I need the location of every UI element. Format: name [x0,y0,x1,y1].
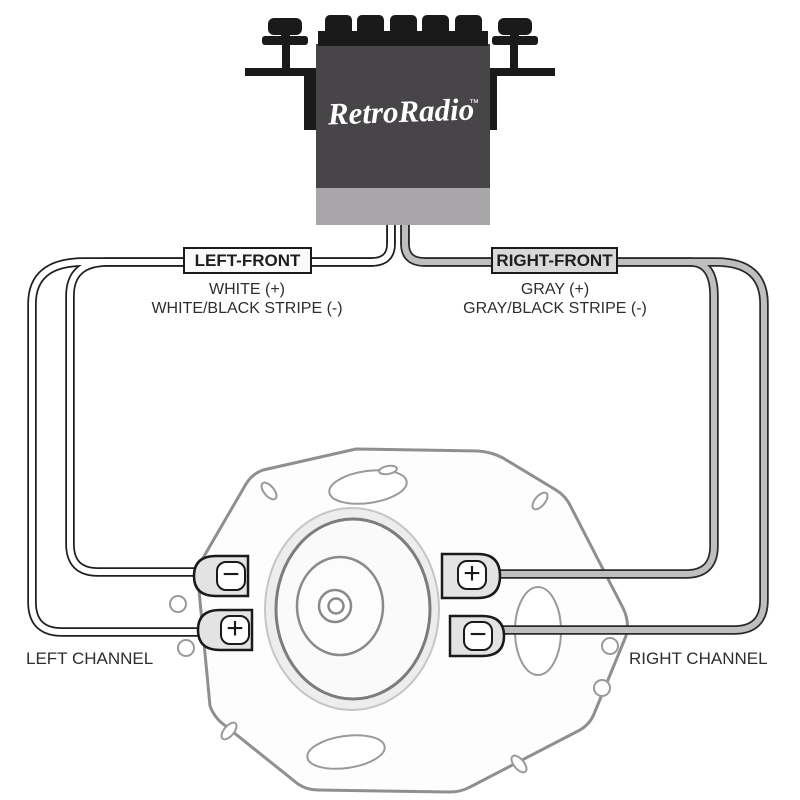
speaker-plate [169,447,629,794]
wire-positive-label: GRAY (+) [520,281,590,298]
terminal-symbol: − [222,558,240,591]
radio-preset-buttons [318,15,488,46]
terminal-left-positive: + [196,608,254,652]
plate-cutout-bottom [306,734,386,770]
terminal-symbol: + [226,612,244,645]
radio-side-tab-left [304,75,318,130]
trademark-symbol: ™ [469,98,479,109]
right-front-tag: RIGHT-FRONT [491,247,618,274]
speaker-mount-holes [169,464,619,774]
radio-logo: RetroRadio [326,91,475,131]
left-front-wire [27,222,396,637]
terminal-symbol: − [469,618,487,651]
radio-body [316,44,490,188]
radio-knob-right [492,18,538,70]
radio-knob-left [262,18,308,70]
left-channel-label: LEFT CHANNEL [26,649,154,668]
wire-negative-label: WHITE/BLACK STRIPE (-) [151,300,343,317]
wire-negative-label: GRAY/BLACK STRIPE (-) [463,300,647,317]
right-channel-label: RIGHT CHANNEL [629,649,768,668]
terminal-right-negative: − [448,614,506,658]
radio-bottom-panel [316,188,490,225]
plate-cutout-top [328,469,408,505]
terminal-symbol: + [463,557,481,590]
terminal-right-positive: + [440,552,502,600]
left-front-tag: LEFT-FRONT [183,247,312,274]
terminal-left-negative: − [192,554,250,598]
speaker-cone [264,507,440,711]
wire-positive-label: WHITE (+) [209,281,285,298]
right-front-wire [400,222,769,635]
left-wire-colors: WHITE (+) WHITE/BLACK STRIPE (-) [97,280,397,318]
radio-unit: RetroRadio ™ [245,15,555,225]
right-wire-colors: GRAY (+) GRAY/BLACK STRIPE (-) [405,280,705,318]
